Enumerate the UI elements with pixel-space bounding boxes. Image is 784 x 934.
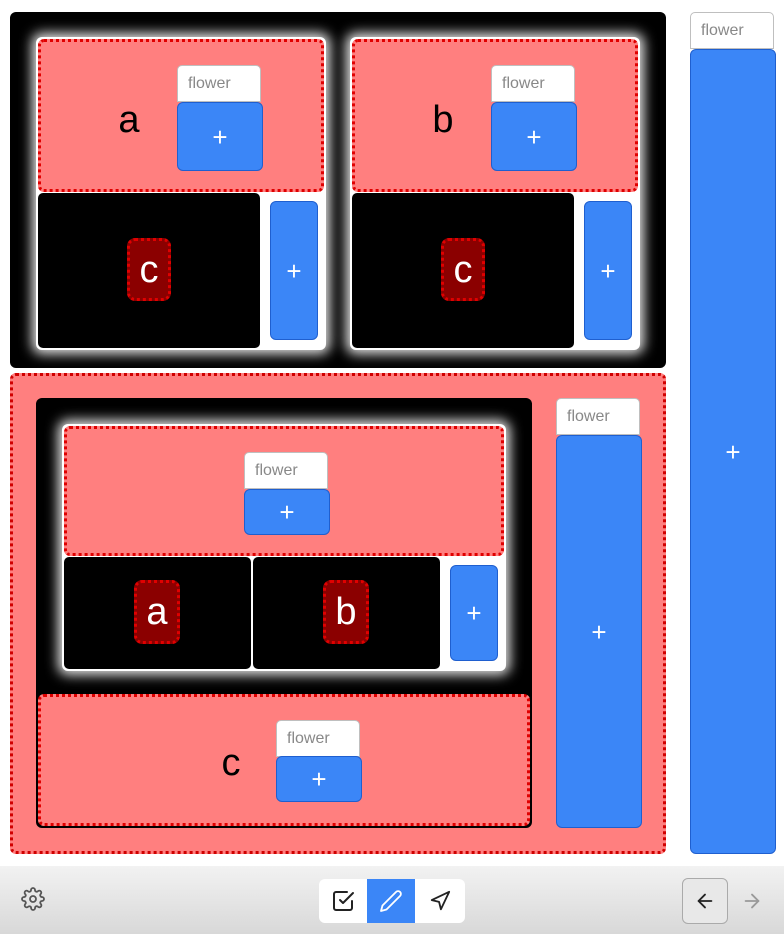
pencil-icon[interactable] <box>367 879 415 923</box>
flower-input[interactable]: flower <box>177 65 261 102</box>
chip-a[interactable]: a <box>134 580 180 644</box>
nested-card: flower + a b + <box>62 424 506 671</box>
nested-drop-zone[interactable]: flower + <box>64 426 504 556</box>
flower-input[interactable]: flower <box>690 12 774 49</box>
flower-input[interactable]: flower <box>244 452 328 489</box>
card-a: a flower + c + <box>36 37 326 350</box>
send-arrow-icon[interactable] <box>415 879 465 923</box>
zone-label-a: a <box>118 99 140 141</box>
add-button[interactable]: + <box>690 49 776 854</box>
add-column-button[interactable]: + <box>270 201 318 340</box>
add-button[interactable]: + <box>244 489 330 535</box>
flower-input[interactable]: flower <box>276 720 360 757</box>
cell-a: a <box>64 557 251 669</box>
add-button[interactable]: + <box>556 435 642 828</box>
add-button[interactable]: + <box>491 102 577 171</box>
gear-icon[interactable] <box>18 884 48 914</box>
arrow-right-icon[interactable] <box>738 884 766 918</box>
chip-c[interactable]: c <box>441 238 485 301</box>
card-b: b flower + c + <box>350 37 640 350</box>
drop-zone-b[interactable]: b flower + <box>352 39 638 192</box>
drop-zone-c[interactable]: c flower + <box>38 694 530 826</box>
add-column-button[interactable]: + <box>584 201 632 340</box>
checkbox-icon[interactable] <box>319 879 367 923</box>
cell-c: c <box>352 193 574 348</box>
add-button[interactable]: + <box>276 756 362 802</box>
chip-b[interactable]: b <box>323 580 369 644</box>
add-button[interactable]: + <box>177 102 263 171</box>
add-column-button[interactable]: + <box>450 565 498 661</box>
flower-input[interactable]: flower <box>491 65 575 102</box>
flower-input[interactable]: flower <box>556 398 640 435</box>
chip-c[interactable]: c <box>127 238 171 301</box>
zone-label-c: c <box>221 742 241 784</box>
arrow-left-icon[interactable] <box>682 878 728 924</box>
cell-b: b <box>253 557 440 669</box>
bottom-toolbar <box>0 866 784 934</box>
drop-zone-a[interactable]: a flower + <box>38 39 324 192</box>
cell-c: c <box>38 193 260 348</box>
zone-label-b: b <box>432 99 454 141</box>
